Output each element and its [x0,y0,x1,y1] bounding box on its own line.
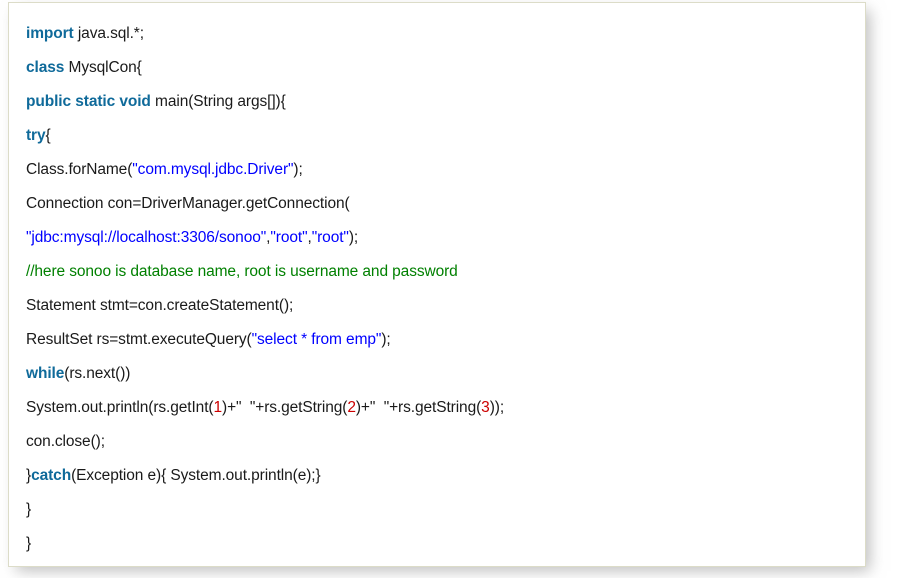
code-token-pln: ResultSet rs=stmt.executeQuery( [26,331,252,348]
code-line: try{ [26,119,865,153]
code-line: Connection con=DriverManager.getConnecti… [26,187,865,221]
code-token-pln: } [26,467,32,484]
code-token-str: "select * from emp" [251,331,382,348]
code-line: Statement stmt=con.createStatement(); [26,289,865,323]
code-token-pln: Statement stmt=con.createStatement(); [26,297,294,314]
code-token-pln: Connection con=DriverManager.getConnecti… [26,195,350,212]
code-line: System.out.println(rs.getInt(1)+" "+rs.g… [26,391,865,425]
code-token-str: "root" [270,229,308,246]
code-token-pln: main(String args[]){ [150,93,286,110]
code-token-pln: ); [348,229,359,246]
code-line: class MysqlCon{ [26,51,865,85]
code-token-pln: ); [381,331,391,348]
code-token-pln: )); [489,399,505,416]
code-token-cmt: //here sonoo is database name, root is u… [26,263,458,280]
code-token-pln: )+" "+rs.getString( [355,399,482,416]
code-token-num: 3 [481,399,490,416]
code-token-pln: { [45,127,51,144]
code-token-pln: (rs.next()) [64,365,131,382]
code-line: } [26,527,865,561]
code-snippet-panel: import java.sql.*;class MysqlCon{public … [8,2,866,567]
code-token-pln: MysqlCon{ [64,59,142,76]
code-line: }catch(Exception e){ System.out.println(… [26,459,865,493]
code-line: //here sonoo is database name, root is u… [26,255,865,289]
code-line: while(rs.next()) [26,357,865,391]
code-line: ResultSet rs=stmt.executeQuery("select *… [26,323,865,357]
code-line: "jdbc:mysql://localhost:3306/sonoo","roo… [26,221,865,255]
code-token-kw: public static void [26,93,151,110]
code-token-kw: import [26,25,74,42]
code-token-pln: Class.forName( [26,161,133,178]
code-token-pln: java.sql.*; [73,25,144,42]
code-line: } [26,493,865,527]
code-token-num: 2 [347,399,356,416]
code-line: Class.forName("com.mysql.jdbc.Driver"); [26,153,865,187]
code-token-pln: System.out.println(rs.getInt( [26,399,214,416]
code-token-pln: )+" "+rs.getString( [222,399,348,416]
code-token-pln: , [266,229,271,246]
code-token-kw: while [26,365,65,382]
code-token-pln: con.close(); [26,433,105,450]
code-token-pln: } [26,501,32,518]
code-token-str: "jdbc:mysql://localhost:3306/sonoo" [26,229,267,246]
code-line: import java.sql.*; [26,17,865,51]
code-line: public static void main(String args[]){ [26,85,865,119]
code-line: con.close(); [26,425,865,459]
code-token-kw: catch [31,467,72,484]
code-token-num: 1 [213,399,223,416]
code-token-pln: ); [293,161,303,178]
code-token-str: "root" [311,229,349,246]
code-token-pln: , [307,229,312,246]
code-token-str: "com.mysql.jdbc.Driver" [132,161,294,178]
code-token-kw: class [26,59,65,76]
code-lines-container: import java.sql.*;class MysqlCon{public … [9,3,865,561]
code-token-kw: try [26,127,46,144]
code-token-pln: (Exception e){ System.out.println(e);} [71,467,321,484]
code-token-pln: } [26,535,32,552]
